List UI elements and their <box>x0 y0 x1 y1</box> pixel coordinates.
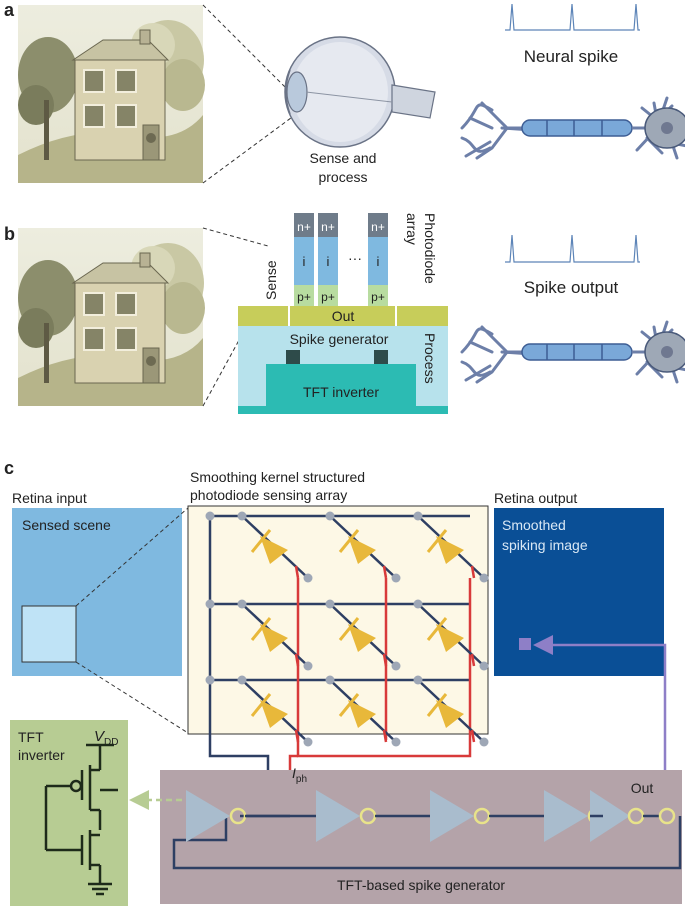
p-plus-label: p+ <box>321 290 335 304</box>
panel-c-label: c <box>4 458 14 478</box>
array-title-1: Smoothing kernel structured <box>190 469 365 485</box>
inverter-chain <box>172 790 682 870</box>
sensed-patch <box>21 605 77 663</box>
panel-b-label: b <box>4 224 15 244</box>
node <box>205 511 215 521</box>
dashed-line <box>75 507 189 607</box>
retina-output-label: Retina output <box>494 490 577 506</box>
retina-input-label: Retina input <box>12 490 87 506</box>
tft-inverter-panel <box>10 720 128 906</box>
photodiode-column: n+ i p+ <box>318 213 338 306</box>
iph-label: Iph <box>292 765 307 785</box>
process-label: Process <box>422 333 438 384</box>
array-title-2: photodiode sensing array <box>190 487 347 503</box>
photodiode <box>325 675 401 747</box>
n-plus-label: n+ <box>297 220 311 234</box>
dashed-line <box>75 661 189 734</box>
sensing-array-panel <box>187 505 489 735</box>
spike-generator-label-b: Spike generator <box>290 331 389 347</box>
n-plus-label: n+ <box>321 220 335 234</box>
inverter-schematic <box>44 743 118 896</box>
spike-generator-label: TFT-based spike generator <box>337 877 505 893</box>
tft-inverter-label-1: TFT <box>18 729 44 745</box>
node <box>205 599 215 609</box>
p-plus-label: p+ <box>297 290 311 304</box>
photodiode-array-label-2: array <box>404 213 420 245</box>
out-label-c: Out <box>631 780 654 796</box>
device-cross-section <box>238 306 448 414</box>
dashed-line <box>202 114 296 184</box>
ellipsis: ··· <box>348 250 362 266</box>
vdd-label: VDD <box>94 728 118 748</box>
i-layer-label: i <box>327 254 330 269</box>
spike-output-title: Spike output <box>524 278 619 297</box>
photodiode <box>237 599 313 671</box>
node <box>205 675 215 685</box>
eye-illustration <box>284 36 436 148</box>
eye-caption-2: process <box>318 169 367 185</box>
spike-train-a <box>505 3 640 31</box>
p-plus-label: p+ <box>371 290 385 304</box>
neural-spike-title: Neural spike <box>524 47 619 66</box>
tft-inverter-label-b: TFT inverter <box>303 384 379 400</box>
neuron-b <box>460 320 685 384</box>
sense-label: Sense <box>263 260 279 300</box>
output-pixel <box>519 638 531 650</box>
house-scene-b <box>17 227 206 407</box>
output-node <box>658 807 676 825</box>
smoothed-label-2: spiking image <box>502 537 588 553</box>
spike-train-b <box>505 234 640 263</box>
neuron-a <box>460 96 685 160</box>
i-layer-label: i <box>303 254 306 269</box>
tft-inverter-label-2: inverter <box>18 747 65 763</box>
photodiode-column: n+ i p+ <box>368 213 388 306</box>
i-layer-label: i <box>377 254 380 269</box>
photodiode <box>237 511 313 583</box>
dashed-line <box>202 4 291 93</box>
out-label-b: Out <box>332 308 355 324</box>
n-plus-label: n+ <box>371 220 385 234</box>
output-arrow <box>533 635 667 816</box>
photodiode <box>237 675 313 747</box>
photodiode <box>413 675 489 747</box>
dashed-line <box>202 227 269 247</box>
smoothed-label-1: Smoothed <box>502 517 566 533</box>
smoothed-image-panel <box>494 508 664 676</box>
photodiode <box>413 511 489 583</box>
photodiode <box>325 599 401 671</box>
photodiode-column: n+ i p+ <box>294 213 314 306</box>
panel-a-label: a <box>4 0 15 20</box>
photodiode <box>325 511 401 583</box>
sensed-scene-label: Sensed scene <box>22 517 111 533</box>
house-scene-a <box>17 4 206 184</box>
photodiode-stack: n+ i p+ n+ i p+ n+ i p+ <box>294 213 388 306</box>
dashed-line <box>202 319 251 407</box>
photodiode <box>413 599 489 671</box>
photodiode-array-label-1: Photodiode <box>422 213 438 284</box>
eye-caption-1: Sense and <box>310 150 377 166</box>
